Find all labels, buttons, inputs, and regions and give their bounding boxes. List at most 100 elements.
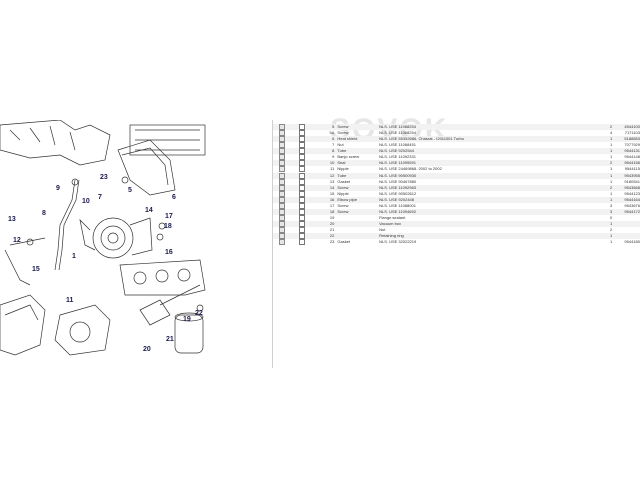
part-quantity: 1 bbox=[609, 166, 613, 172]
row-checkbox[interactable] bbox=[298, 130, 305, 137]
part-quantity: 1 bbox=[609, 239, 613, 245]
row-checkbox[interactable] bbox=[298, 178, 305, 185]
part-ref-number: 5A bbox=[329, 130, 335, 136]
part-quantity: 1 bbox=[609, 142, 613, 148]
part-ref-number: 14 bbox=[312, 184, 338, 191]
part-remark: NLS. USE 9202448 bbox=[379, 196, 606, 203]
add-to-cart-icon[interactable] bbox=[278, 233, 285, 240]
part-quantity: 4 bbox=[609, 130, 613, 136]
part-quantity: 1 bbox=[609, 190, 613, 196]
callout-label: 12 bbox=[13, 237, 21, 244]
add-to-cart-icon[interactable] bbox=[278, 227, 285, 234]
row-checkbox[interactable] bbox=[298, 142, 305, 149]
part-quantity: 1 bbox=[605, 221, 618, 228]
callout-label: 23 bbox=[100, 174, 108, 181]
part-ref-number: 6 bbox=[312, 136, 338, 143]
add-to-cart-icon[interactable] bbox=[278, 214, 285, 221]
part-number: 7077929 bbox=[624, 142, 640, 148]
part-remark: Nut bbox=[379, 227, 386, 233]
row-checkbox[interactable] bbox=[298, 160, 305, 167]
add-to-cart-icon[interactable] bbox=[278, 239, 285, 246]
part-ref-number: 5 bbox=[312, 124, 338, 131]
add-to-cart-icon[interactable] bbox=[278, 130, 285, 137]
add-to-cart-icon[interactable] bbox=[278, 166, 285, 173]
row-checkbox[interactable] bbox=[298, 124, 305, 130]
panel-divider bbox=[272, 120, 273, 368]
part-remark: NLS. USE 11068254 bbox=[379, 130, 416, 136]
add-to-cart-icon[interactable] bbox=[278, 221, 285, 227]
part-number: 5188853 bbox=[617, 136, 640, 143]
row-checkbox[interactable] bbox=[298, 239, 305, 246]
part-remark: NLS. USE 90502612 bbox=[379, 190, 417, 196]
add-to-cart-icon[interactable] bbox=[278, 202, 285, 209]
add-to-cart-icon[interactable] bbox=[278, 136, 285, 143]
callout-label: 7 bbox=[98, 194, 102, 201]
add-to-cart-icon[interactable] bbox=[278, 154, 285, 161]
part-quantity: 2 bbox=[605, 160, 618, 167]
part-ref-number: 16 bbox=[312, 196, 338, 203]
callout-label: 1 bbox=[72, 253, 76, 260]
part-number: 9544123 bbox=[624, 190, 640, 196]
add-to-cart-icon[interactable] bbox=[278, 124, 285, 130]
row-checkbox[interactable] bbox=[298, 136, 305, 143]
callout-label: 17 bbox=[165, 213, 173, 220]
part-number: 9544156 bbox=[617, 160, 640, 167]
add-to-cart-icon[interactable] bbox=[278, 190, 285, 197]
add-to-cart-icon[interactable] bbox=[278, 184, 285, 191]
row-checkbox[interactable] bbox=[298, 227, 305, 234]
add-to-cart-icon[interactable] bbox=[278, 172, 285, 179]
part-number: 9543668 bbox=[617, 184, 640, 191]
callout-label: 6 bbox=[172, 194, 176, 201]
part-remark: NLS. USE 24469868. 2002 to 2002 bbox=[379, 166, 442, 172]
part-name: Gasket bbox=[337, 239, 351, 245]
row-checkbox[interactable] bbox=[298, 172, 305, 179]
part-quantity: 3 bbox=[609, 202, 613, 208]
add-to-cart-icon[interactable] bbox=[278, 148, 285, 155]
add-to-cart-icon[interactable] bbox=[278, 178, 285, 185]
part-name: Elbow pipe bbox=[337, 196, 380, 203]
callout-label: 10 bbox=[82, 198, 90, 205]
callout-label: 18 bbox=[164, 223, 172, 230]
row-checkbox[interactable] bbox=[298, 154, 305, 161]
row-checkbox[interactable] bbox=[298, 221, 305, 227]
part-quantity: 3 bbox=[605, 208, 618, 215]
row-checkbox[interactable] bbox=[298, 202, 305, 209]
row-checkbox[interactable] bbox=[298, 184, 305, 191]
add-to-cart-icon[interactable] bbox=[278, 208, 285, 215]
row-checkbox[interactable] bbox=[298, 148, 305, 155]
row-checkbox[interactable] bbox=[298, 196, 305, 203]
part-number: 9544164 bbox=[617, 196, 640, 203]
part-number bbox=[617, 221, 640, 228]
row-checkbox[interactable] bbox=[298, 214, 305, 221]
row-checkbox[interactable] bbox=[298, 233, 305, 240]
add-to-cart-icon[interactable] bbox=[278, 196, 285, 203]
row-checkbox[interactable] bbox=[298, 208, 305, 215]
row-checkbox[interactable] bbox=[298, 190, 305, 197]
add-to-cart-icon[interactable] bbox=[278, 142, 285, 149]
part-number: 9544172 bbox=[617, 208, 640, 215]
add-to-cart-icon[interactable] bbox=[278, 160, 285, 167]
part-name: Heat shield bbox=[337, 136, 380, 143]
row-checkbox[interactable] bbox=[298, 166, 305, 173]
part-quantity: 1 bbox=[605, 172, 618, 179]
